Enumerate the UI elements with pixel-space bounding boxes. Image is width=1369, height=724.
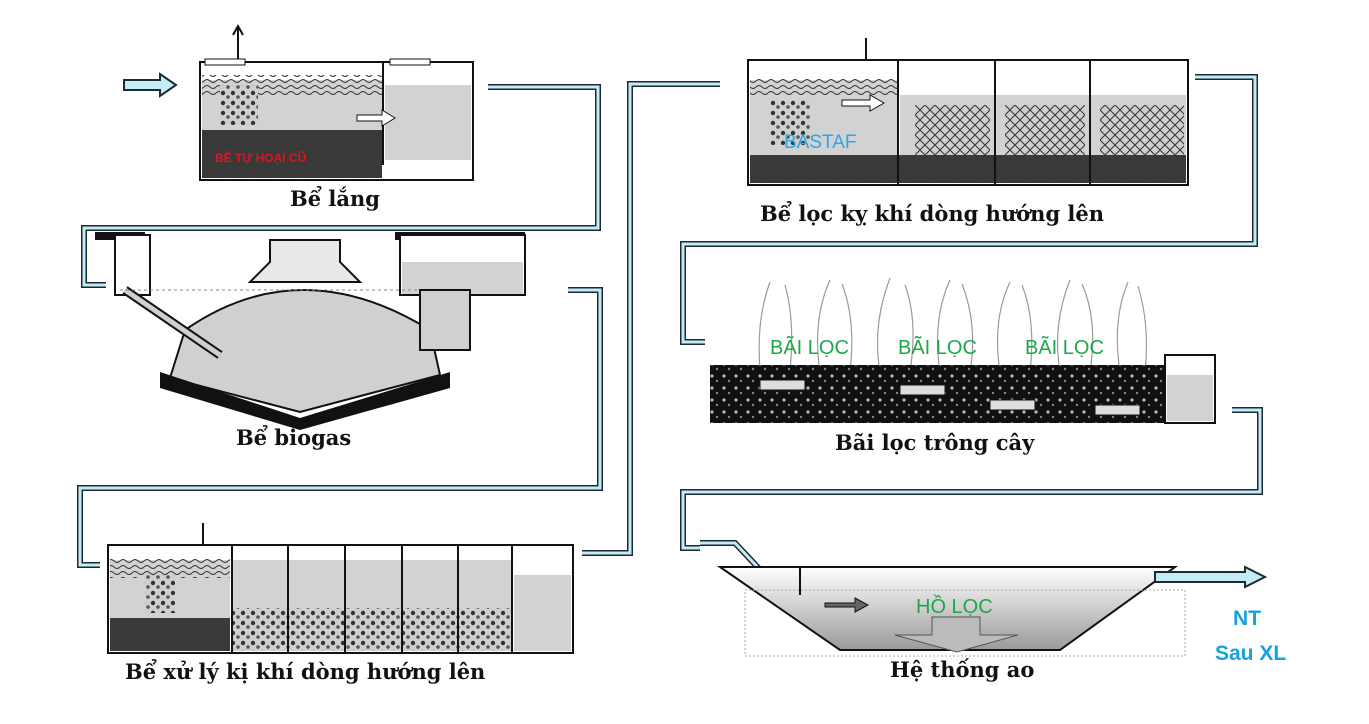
- output-label-line2: Sau XL: [1215, 642, 1286, 665]
- pipe-network: [77, 74, 1263, 568]
- settling-caption: Bể lắng: [290, 186, 380, 211]
- biogas-digester: [95, 232, 526, 430]
- wetland-tag-3: BÃI LỌC: [1025, 335, 1104, 359]
- bastaf-tag: BASTAF: [784, 132, 857, 153]
- pond-caption: Hệ thống ao: [890, 657, 1034, 682]
- output-label-line1: NT: [1233, 607, 1261, 630]
- wetland-caption: Bãi lọc trông cây: [835, 430, 1035, 455]
- wetland-tag-2: BÃI LỌC: [898, 335, 977, 359]
- bastaf-caption: Bể lọc kỵ khí dòng hướng lên: [760, 201, 1104, 226]
- anaerobic-caption: Bể xử lý kị khí dòng hướng lên: [125, 659, 485, 684]
- inlet-arrow-icon: [123, 72, 178, 98]
- settling-tag: BỂ TỰ HOẠI CŨ: [215, 150, 306, 165]
- biogas-caption: Bể biogas: [236, 425, 351, 450]
- pond-system: [700, 540, 1268, 657]
- settling-tank: [199, 23, 474, 181]
- anaerobic-baffled-reactor: [107, 523, 574, 654]
- pond-tag: HỒ LỌC: [916, 594, 993, 618]
- bastaf-filter: [747, 38, 1189, 186]
- constructed-wetland: [710, 277, 1216, 424]
- wetland-tag-1: BÃI LỌC: [770, 335, 849, 359]
